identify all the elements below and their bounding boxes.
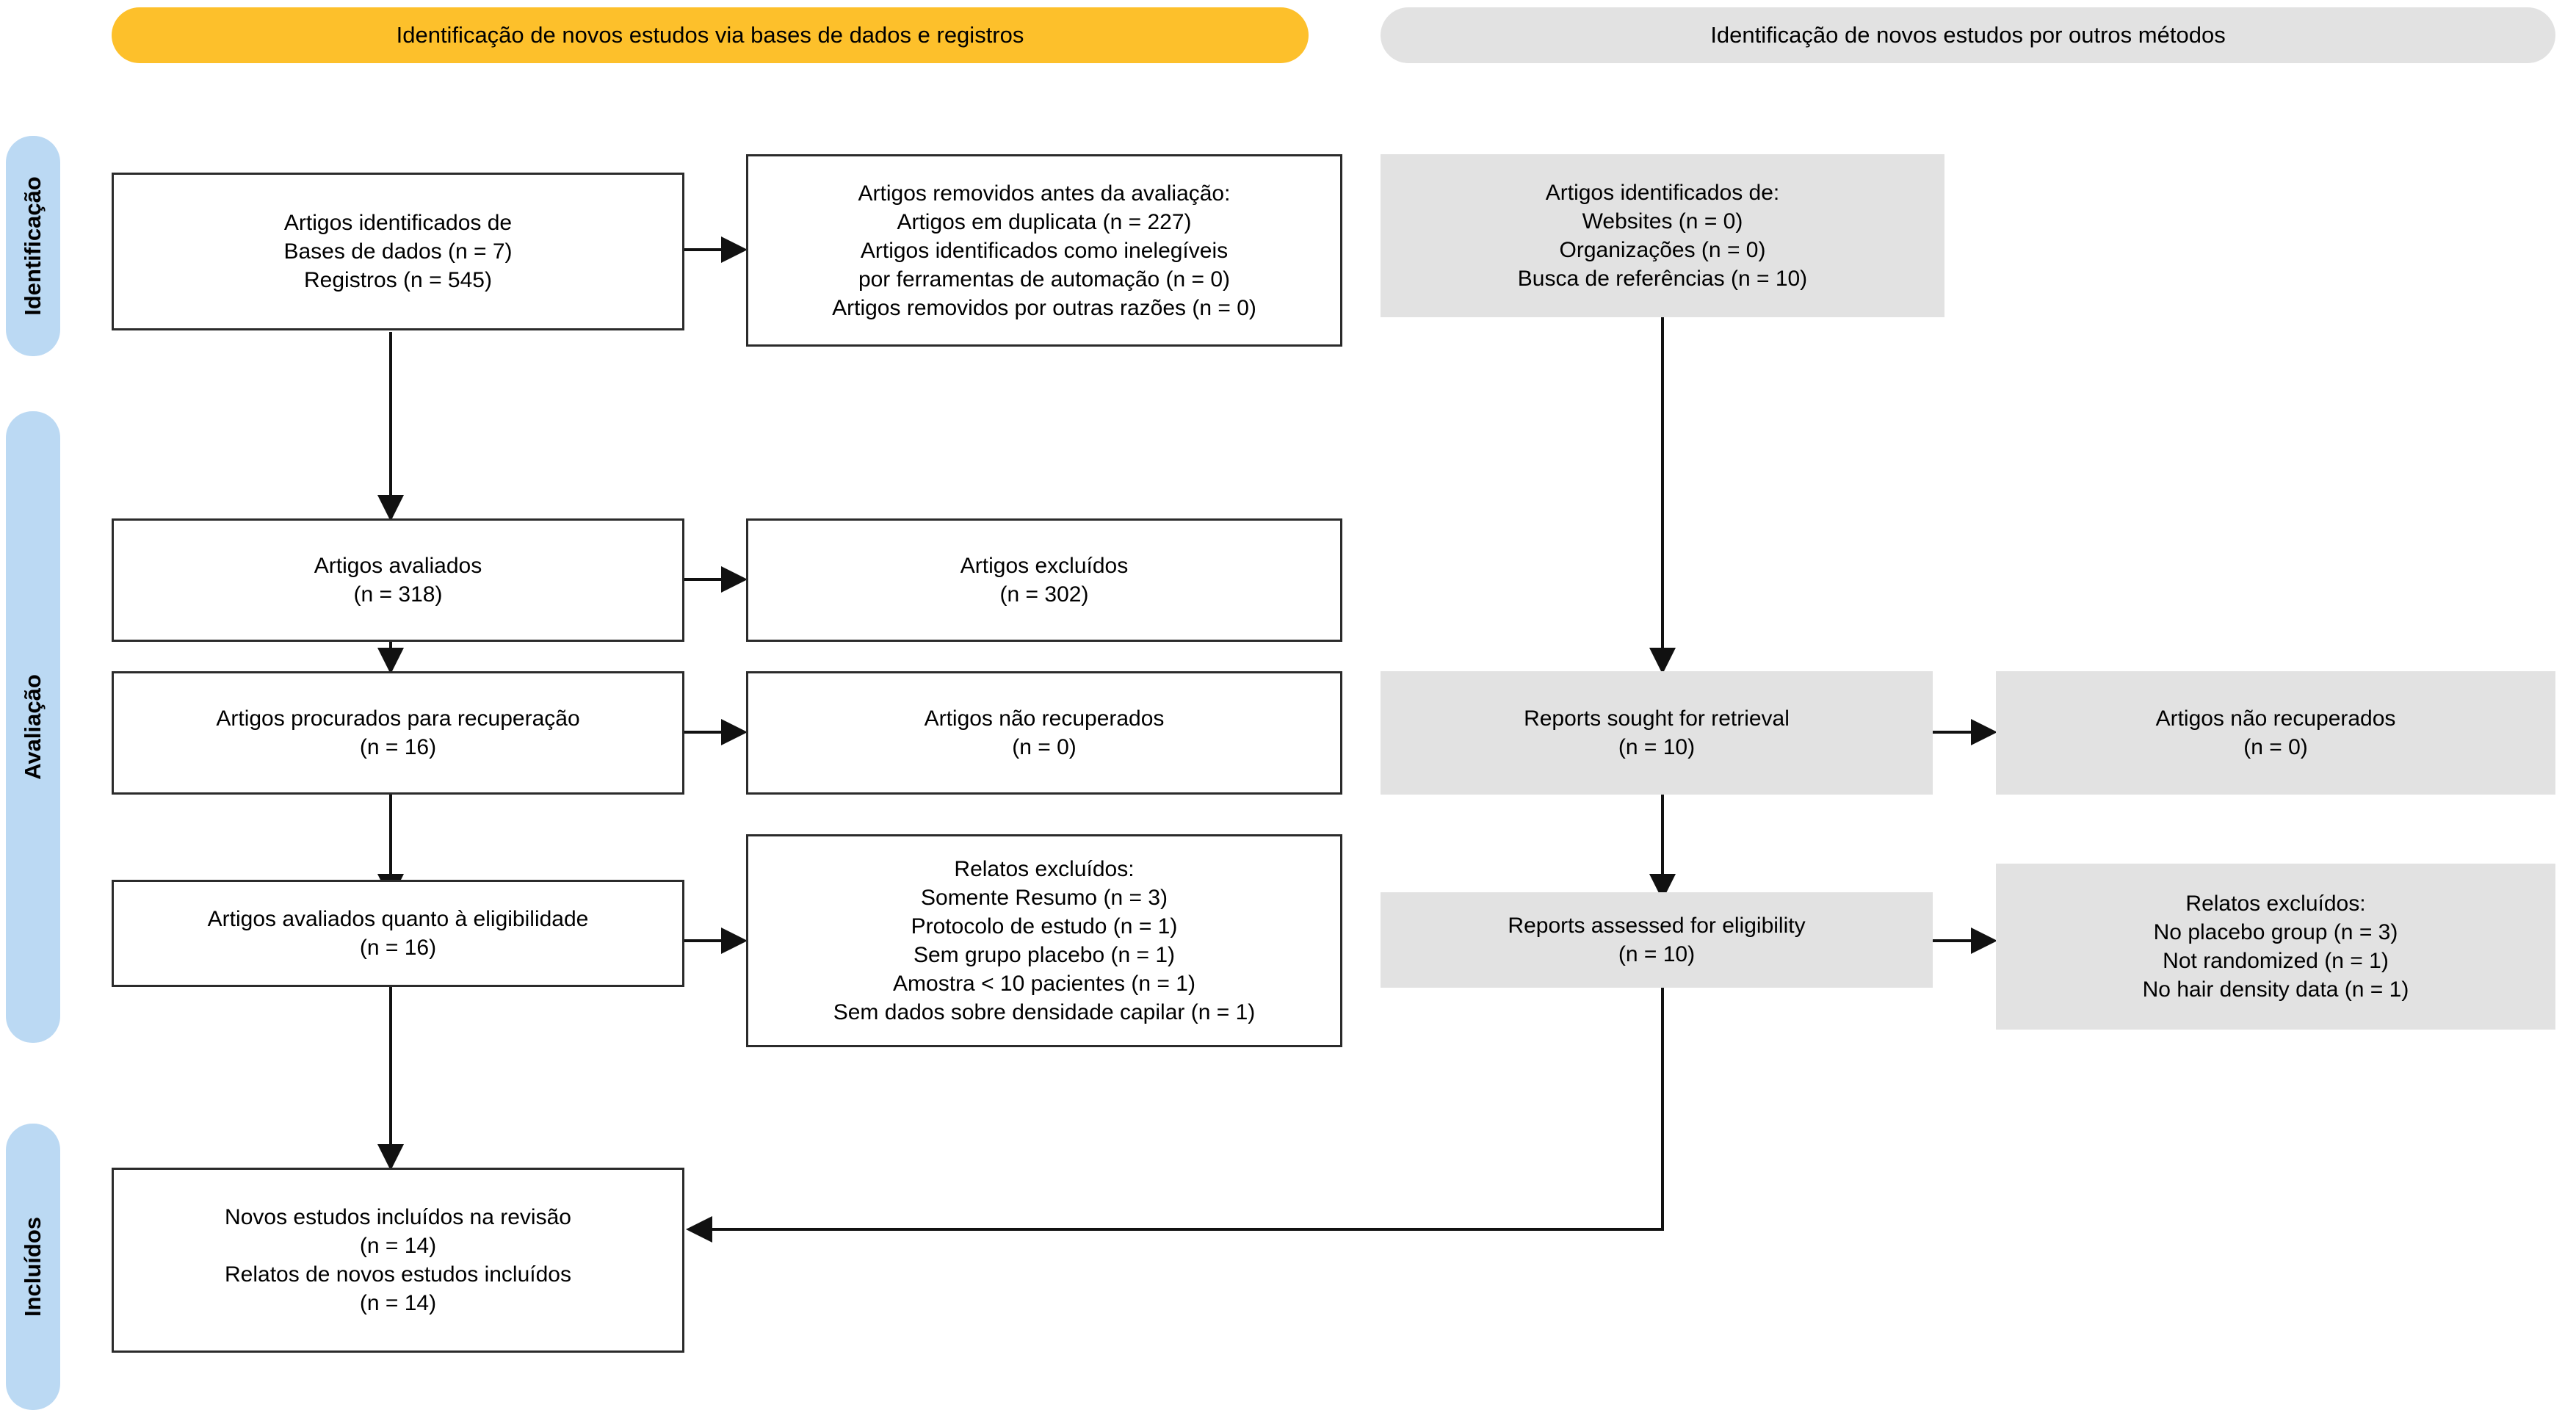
box-reports-excluded-line2: Somente Resumo (n = 3) [921,886,1168,910]
box-other-identified-line2: Websites (n = 0) [1582,209,1743,234]
box-reports-sought-retrieval-line1: Reports sought for retrieval [1524,706,1790,731]
box-new-studies-included-line3: Relatos de novos estudos incluídos [225,1262,571,1287]
box-other-reports-excluded-line4: No hair density data (n = 1) [2142,977,2409,1002]
box-other-identified-line1: Artigos identificados de: [1545,181,1780,205]
box-reports-excluded-line5: Amostra < 10 pacientes (n = 1) [893,972,1195,996]
box-articles-assessed-eligibility-line2: (n = 16) [359,936,437,960]
box-articles-sought-retrieval-line1: Artigos procurados para recuperação [216,706,580,731]
box-articles-screened-line1: Artigos avaliados [314,554,482,578]
box-other-identified-line3: Organizações (n = 0) [1559,238,1766,262]
box-articles-screened-excluded: Artigos excluídos (n = 302) [746,518,1342,642]
box-reports-assessed-eligibility: Reports assessed for eligibility (n = 10… [1381,892,1933,988]
box-articles-removed-line3: Artigos identificados como inelegíveis [860,238,1229,263]
box-reports-excluded-line1: Relatos excluídos: [954,857,1135,881]
box-reports-excluded-line3: Protocolo de estudo (n = 1) [911,914,1178,939]
stage-rail-included-label: Incluídos [20,1216,46,1317]
box-articles-not-retrieved: Artigos não recuperados (n = 0) [746,671,1342,795]
box-other-identified: Artigos identificados de: Websites (n = … [1381,154,1944,317]
box-other-reports-excluded-line3: Not randomized (n = 1) [2163,949,2389,973]
banner-other-methods: Identificação de novos estudos por outro… [1381,7,2555,63]
box-other-not-retrieved-line1: Artigos não recuperados [2155,706,2396,731]
box-articles-assessed-eligibility-line1: Artigos avaliados quanto à eligibilidade [207,907,589,931]
box-articles-removed-line1: Artigos removidos antes da avaliação: [858,181,1231,206]
box-other-reports-excluded-line1: Relatos excluídos: [2185,892,2366,916]
box-articles-identified-line3: Registros (n = 545) [304,268,492,292]
box-other-identified-line4: Busca de referências (n = 10) [1517,267,1808,291]
box-reports-excluded-line6: Sem dados sobre densidade capilar (n = 1… [833,1000,1256,1024]
box-new-studies-included-line2: (n = 14) [359,1234,437,1258]
box-articles-sought-retrieval: Artigos procurados para recuperação (n =… [112,671,684,795]
box-articles-removed-line4: por ferramentas de automação (n = 0) [858,267,1231,292]
box-articles-removed-line2: Artigos em duplicata (n = 227) [897,209,1192,234]
stage-rail-identification: Identificação [6,136,60,356]
stage-rail-screening: Avaliação [6,411,60,1043]
box-articles-screened-excluded-line2: (n = 302) [999,582,1089,607]
box-articles-sought-retrieval-line2: (n = 16) [359,735,437,759]
box-articles-not-retrieved-line1: Artigos não recuperados [924,706,1165,731]
stage-rail-screening-label: Avaliação [20,674,46,780]
box-new-studies-included: Novos estudos incluídos na revisão (n = … [112,1168,684,1353]
box-new-studies-included-line4: (n = 14) [359,1291,437,1315]
banner-other-methods-label: Identificação de novos estudos por outro… [1710,22,2226,48]
box-articles-removed-line5: Artigos removidos por outras razões (n =… [832,295,1256,320]
box-reports-excluded-line4: Sem grupo placebo (n = 1) [913,943,1176,967]
banner-databases-registers: Identificação de novos estudos via bases… [112,7,1309,63]
stage-rail-included: Incluídos [6,1124,60,1410]
box-articles-identified-line2: Bases de dados (n = 7) [283,239,513,264]
box-articles-removed: Artigos removidos antes da avaliação: Ar… [746,154,1342,347]
box-other-not-retrieved: Artigos não recuperados (n = 0) [1996,671,2555,795]
box-articles-not-retrieved-line2: (n = 0) [1012,735,1077,759]
box-new-studies-included-line1: Novos estudos incluídos na revisão [225,1205,571,1229]
box-articles-identified: Artigos identificados de Bases de dados … [112,173,684,330]
box-other-reports-excluded: Relatos excluídos: No placebo group (n =… [1996,864,2555,1030]
box-reports-sought-retrieval-line2: (n = 10) [1618,735,1696,759]
box-other-not-retrieved-line2: (n = 0) [2243,735,2308,759]
banner-databases-label: Identificação de novos estudos via bases… [396,22,1024,48]
box-other-reports-excluded-line2: No placebo group (n = 3) [2153,920,2398,944]
box-reports-sought-retrieval: Reports sought for retrieval (n = 10) [1381,671,1933,795]
stage-rail-identification-label: Identificação [20,176,46,316]
box-articles-screened: Artigos avaliados (n = 318) [112,518,684,642]
box-articles-screened-excluded-line1: Artigos excluídos [960,554,1129,578]
box-reports-excluded: Relatos excluídos: Somente Resumo (n = 3… [746,834,1342,1047]
box-reports-assessed-eligibility-line1: Reports assessed for eligibility [1508,914,1806,938]
box-reports-assessed-eligibility-line2: (n = 10) [1618,942,1696,966]
box-articles-assessed-eligibility: Artigos avaliados quanto à eligibilidade… [112,880,684,987]
box-articles-screened-line2: (n = 318) [353,582,443,607]
box-articles-identified-line1: Artigos identificados de [283,211,513,235]
